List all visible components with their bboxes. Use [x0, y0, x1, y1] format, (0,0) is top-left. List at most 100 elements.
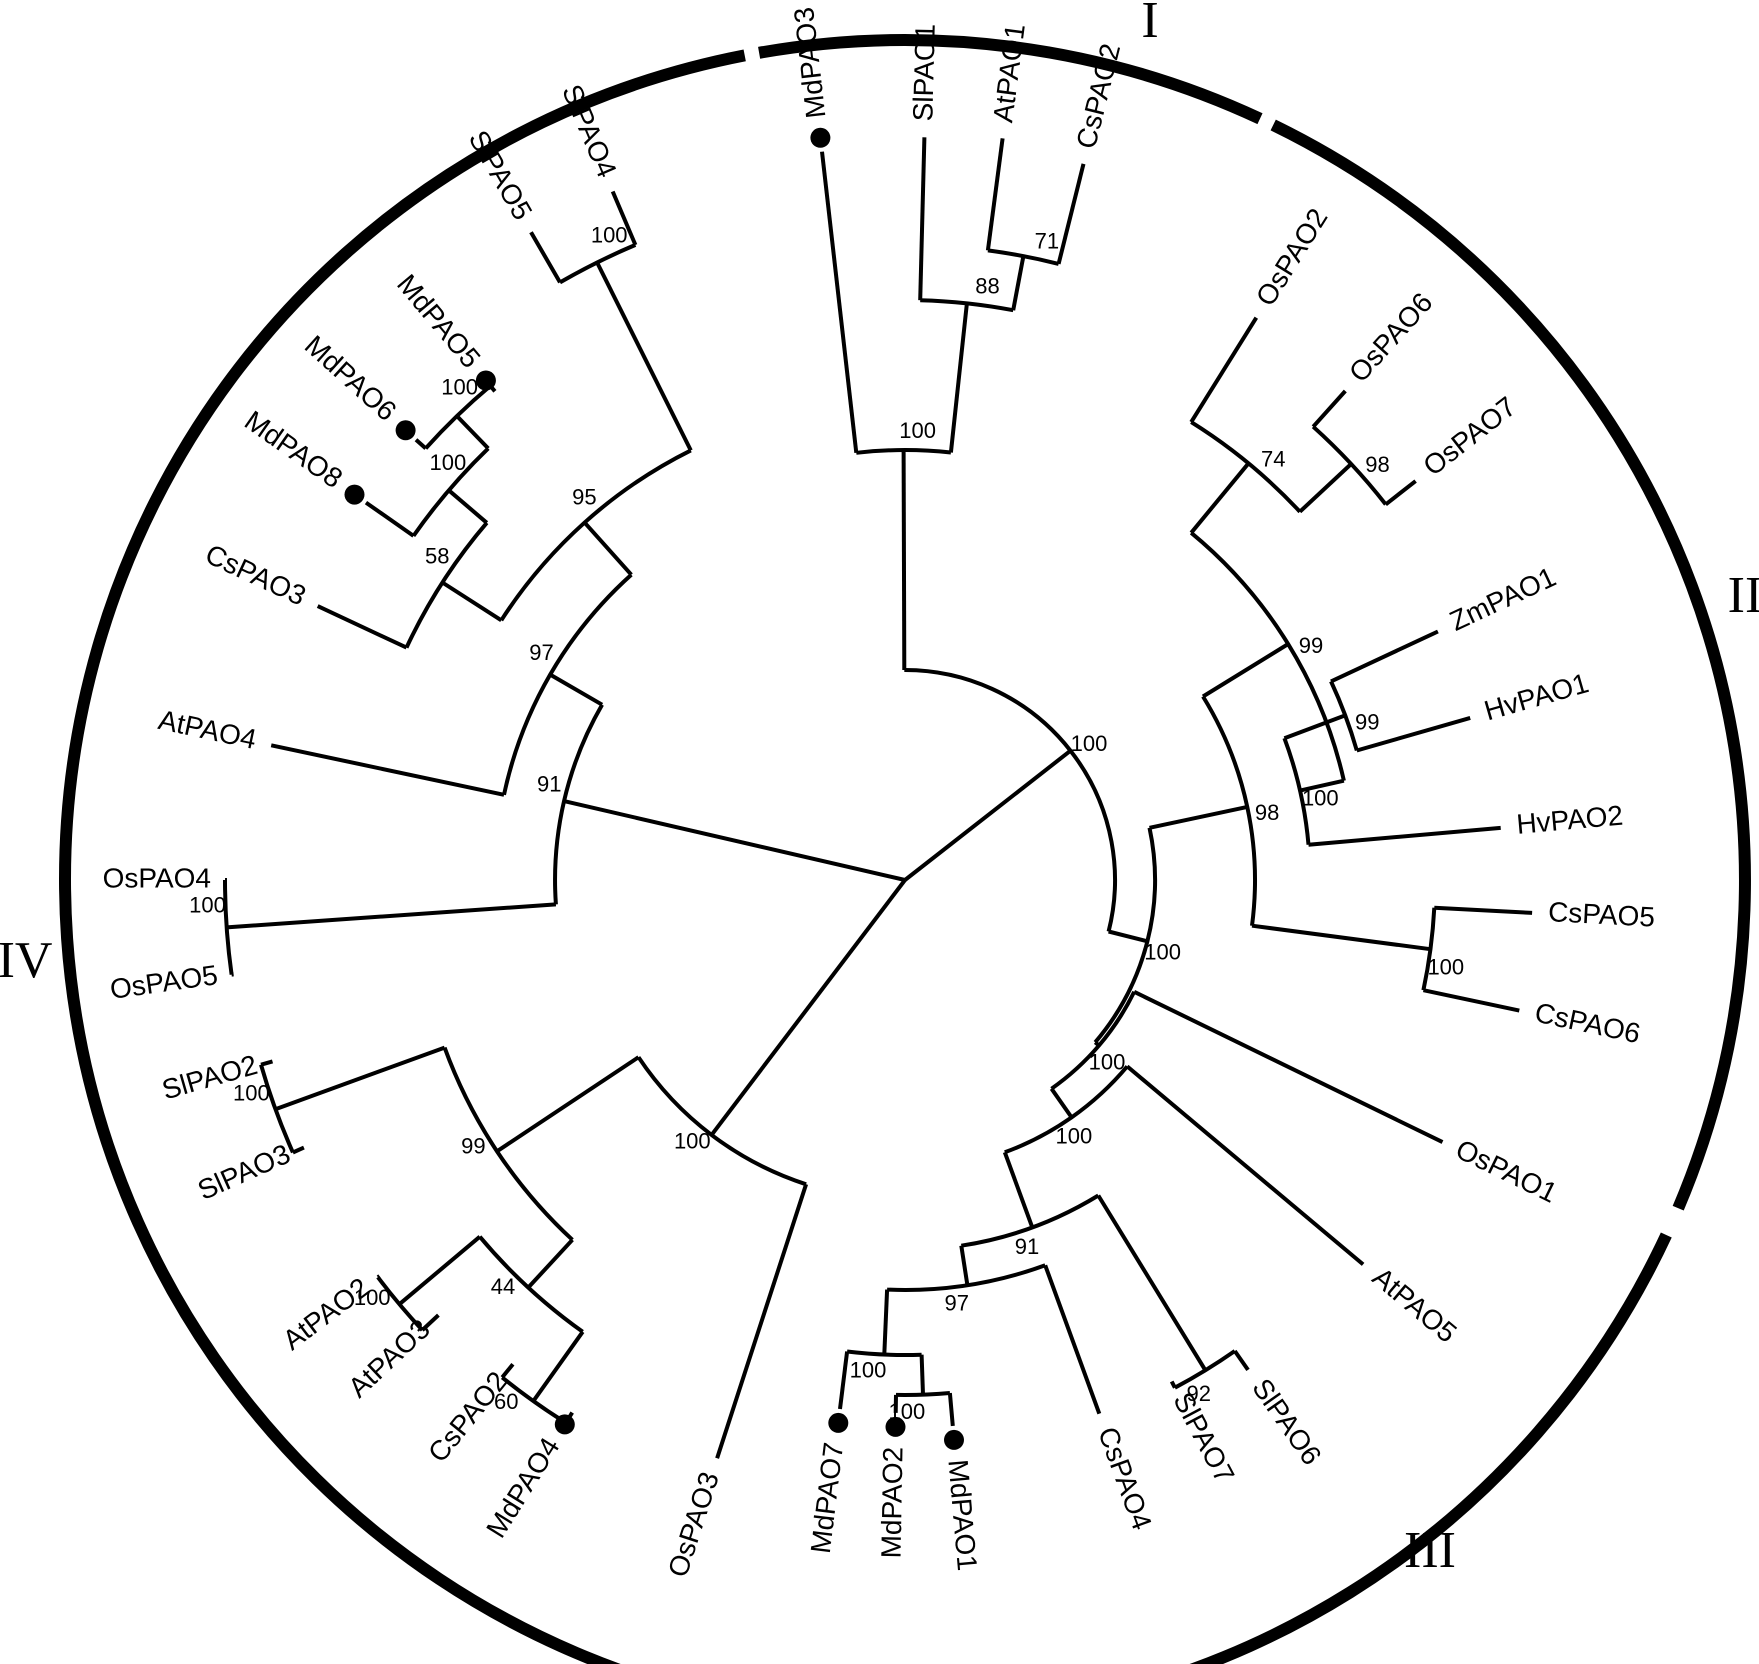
branch-arc-n_at5: [1050, 990, 1136, 1091]
branch-arc-n_c44: [478, 1235, 584, 1334]
leaf-label-SlPAO3: SlPAO3: [193, 1138, 295, 1206]
leaf-label-MdPAO1: MdPAO1: [942, 1458, 983, 1572]
bootstrap-n_cs4: 97: [945, 1291, 969, 1316]
leaf-label-AtPAO4: AtPAO4: [156, 704, 259, 755]
branch-arc-n_os3: [636, 1056, 807, 1187]
branch-n_os3: [710, 878, 907, 1137]
branch-CsPAO3: [316, 604, 408, 650]
bootstrap-n_c3: 88: [975, 274, 999, 299]
branch-MdPAO3: [820, 151, 859, 454]
leaf-label-OsPAO4: OsPAO4: [103, 862, 211, 893]
bootstrap-n_o67: 98: [1365, 452, 1389, 477]
branch-n_c44: [526, 1238, 574, 1289]
bootstrap-n_at23: 100: [354, 1285, 391, 1310]
branch-n_c3b: [1002, 1151, 1035, 1229]
branch-arc-n_md8: [411, 446, 490, 538]
tree-branches: [222, 137, 1533, 1459]
bootstrap-n_at4: 97: [529, 640, 553, 665]
bootstrap-n_md7: 100: [850, 1357, 887, 1382]
branch-arc-n_cs4: [887, 1263, 1046, 1292]
branch-ZmPAO1: [1330, 629, 1439, 684]
branch-n_md12: [919, 1354, 925, 1395]
branch-CsPAO6: [1422, 988, 1520, 1013]
branch-AtPAO3: [420, 1313, 440, 1332]
branch-arc-n_c95: [499, 448, 692, 622]
branch-n_at23: [398, 1235, 482, 1306]
leaf-label-OsPAO7: OsPAO7: [1417, 391, 1522, 482]
branch-n_o67: [1298, 462, 1353, 514]
branch-CsPAO2_a: [1056, 163, 1086, 265]
branch-OsPAO1: [1133, 990, 1444, 1144]
bootstrap-n_iii: 100: [1056, 1123, 1093, 1148]
branch-arc-n_rc: [904, 667, 1117, 932]
branch-n_iii: [1049, 1087, 1074, 1119]
leaf-label-ZmPAO1: ZmPAO1: [1445, 561, 1561, 637]
branch-n_cs3: [441, 580, 503, 622]
branch-SlPAO4: [610, 190, 638, 246]
branch-arc-n_g1: [856, 448, 952, 455]
leaf-label-MdPAO6: MdPAO6: [299, 329, 403, 427]
bootstrap-n_osg: 99: [1299, 633, 1323, 658]
branch-arc-n_ii: [1201, 695, 1257, 926]
branch-OsPAO7: [1384, 479, 1417, 506]
leaf-label-CsPAO2_b: CsPAO2: [422, 1366, 513, 1469]
branch-AtPAO5: [1125, 1064, 1365, 1266]
leaf-label-MdPAO7: MdPAO7: [805, 1441, 849, 1555]
branch-AtPAO1: [985, 138, 1005, 251]
bootstrap-n_c91: 91: [537, 772, 561, 797]
branch-n_md56: [455, 414, 490, 450]
branch-n_ii: [1149, 804, 1248, 830]
branch-n_at4: [549, 672, 604, 707]
branch-n_hv2: [1299, 778, 1345, 793]
branch-n_osg: [1201, 642, 1290, 699]
marker-MdPAO3: [810, 127, 831, 148]
marker-MdPAO5: [475, 370, 496, 391]
marker-MdPAO7: [828, 1412, 849, 1433]
branch-SlPAO6: [1233, 1349, 1250, 1372]
clade-arc-3: [1189, 1232, 1672, 1664]
branch-n_cs56: [1251, 923, 1431, 952]
branch-arc-n_hv2: [1282, 737, 1311, 845]
clade-arc-2: [1270, 119, 1751, 1211]
branch-SlPAO7: [1169, 1380, 1177, 1389]
leaf-label-MdPAO4: MdPAO4: [480, 1432, 565, 1543]
branch-arc-n_c3b: [960, 1193, 1100, 1248]
leaf-label-CsPAO5: CsPAO5: [1547, 896, 1655, 933]
branch-SlPAO2: [260, 1059, 274, 1067]
branch-arc-n_zh: [1329, 680, 1359, 752]
branch-n_md7: [882, 1289, 890, 1355]
branch-arc-n_c91: [553, 703, 604, 905]
branch-SlPAO5: [529, 231, 562, 284]
leaf-label-AtPAO1: AtPAO1: [987, 22, 1031, 124]
leaf-label-CsPAO3: CsPAO3: [201, 538, 311, 611]
branch-arc-n_cs3: [404, 521, 489, 649]
group-label-3: III: [1404, 1522, 1456, 1579]
bootstrap-n_c1: 71: [1035, 228, 1059, 253]
bootstrap-n_sl23: 100: [233, 1081, 270, 1106]
branch-n_c95: [583, 521, 633, 577]
branch-MdPAO8: [364, 500, 415, 538]
branch-n_cs4: [959, 1245, 970, 1286]
leaf-label-MdPAO2: MdPAO2: [876, 1447, 909, 1559]
leaf-label-SlPAO1: SlPAO1: [907, 23, 941, 121]
bootstrap-n_c95: 95: [572, 485, 596, 510]
bootstrap-n_cs56: 100: [1427, 954, 1464, 979]
branch-n_rc: [903, 749, 1072, 882]
leaf-label-AtPAO5: AtPAO5: [1367, 1261, 1463, 1348]
branch-arc-n_md12: [895, 1391, 951, 1397]
bootstrap-n_o2x: 74: [1261, 447, 1285, 472]
branch-n_md8: [447, 488, 489, 525]
leaf-label-HvPAO2: HvPAO2: [1515, 800, 1624, 840]
marker-MdPAO2: [885, 1416, 906, 1437]
branch-arc-n_sl45: [559, 243, 637, 285]
branch-n_sl23: [274, 1045, 446, 1112]
marker-MdPAO8: [344, 484, 365, 505]
branch-HvPAO2: [1308, 825, 1501, 847]
branch-OsPAO6: [1311, 389, 1347, 429]
marker-MdPAO6: [395, 420, 416, 441]
branch-arc-n_o2x: [1190, 420, 1302, 514]
leaf-label-OsPAO1: OsPAO1: [1451, 1133, 1562, 1208]
